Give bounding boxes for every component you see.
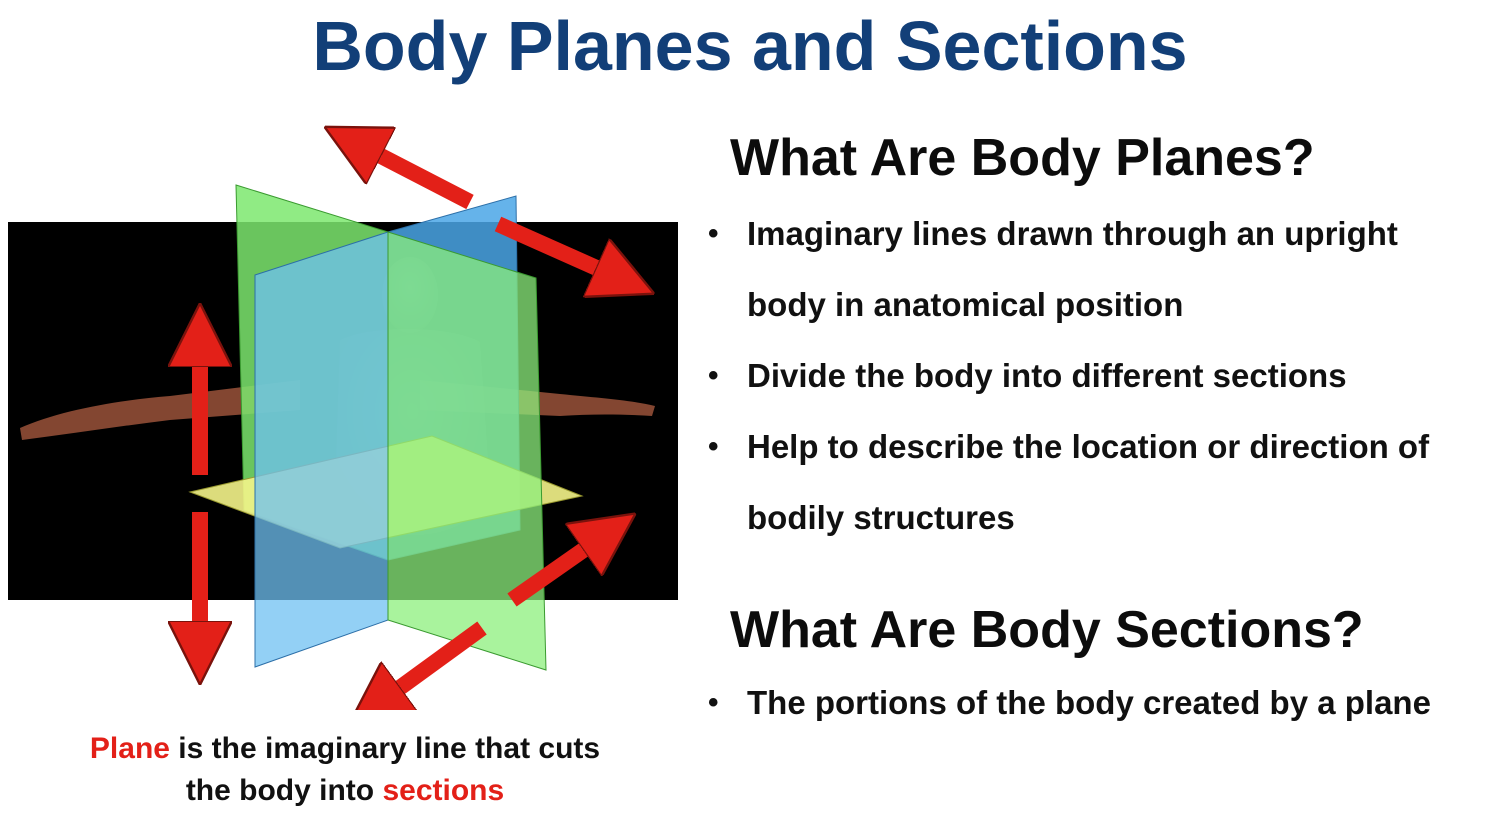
list-item: Help to describe the location or directi… xyxy=(700,411,1467,553)
list-item: The portions of the body created by a pl… xyxy=(700,667,1467,738)
diagonal-arrow-upper-left xyxy=(350,140,474,210)
caption-text-1: is the imaginary line that cuts xyxy=(169,732,601,765)
diagonal-arrow-lower-left xyxy=(372,621,487,708)
frontal-plane-front xyxy=(254,231,389,668)
body-sections-list: The portions of the body created by a pl… xyxy=(700,667,1467,738)
list-item: Divide the body into different sections xyxy=(700,340,1467,411)
body-planes-list: Imaginary lines drawn through an upright… xyxy=(700,198,1467,553)
direction-arrows xyxy=(200,140,628,708)
text-panel: What Are Body Planes? Imaginary lines dr… xyxy=(700,0,1500,819)
sagittal-plane-front xyxy=(387,231,547,671)
left-arm xyxy=(20,380,300,440)
list-item: Imaginary lines drawn through an upright… xyxy=(700,198,1467,340)
diagonal-arrow-lower-right xyxy=(507,530,612,607)
caption-sections-word: sections xyxy=(382,774,505,807)
body-planes-diagram xyxy=(0,110,700,710)
page-title: Body Planes and Sections xyxy=(312,7,1188,85)
body-planes-illustration xyxy=(8,110,678,710)
heading-body-sections: What Are Body Sections? xyxy=(730,601,1364,659)
caption-plane-word: Plane xyxy=(89,732,170,765)
caption-text-2: the body into xyxy=(185,774,383,807)
diagram-caption: Plane is the imaginary line that cuts th… xyxy=(0,728,690,812)
heading-body-planes: What Are Body Planes? xyxy=(730,129,1315,187)
diagonal-arrow-upper-right xyxy=(494,216,628,282)
